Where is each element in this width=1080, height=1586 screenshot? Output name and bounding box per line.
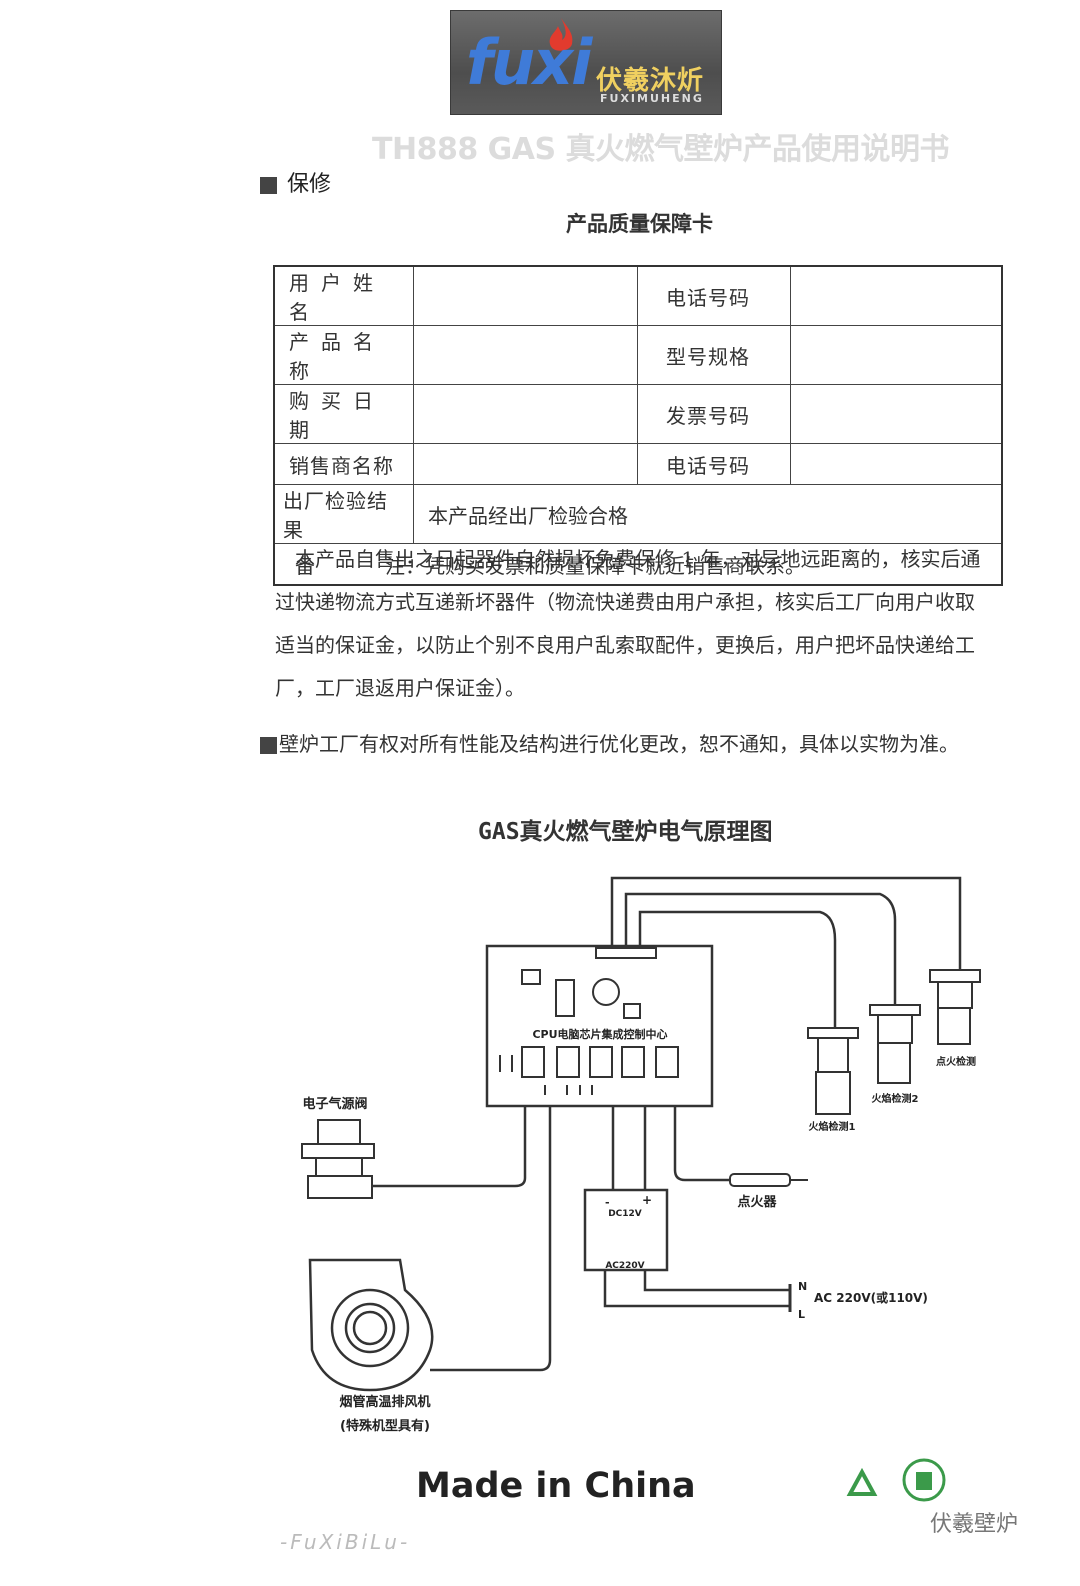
brand-script: -FuXiBiLu- (280, 1530, 411, 1554)
igniter: 点火器 (729, 1173, 808, 1210)
section-heading-warranty: 保修 (260, 166, 331, 198)
cell-label: 购买日期 (273, 384, 414, 444)
table-row: 购买日期 发票号码 (273, 384, 1003, 444)
wire (610, 876, 962, 970)
cell-label: 电话号码 (637, 265, 791, 326)
watermark: 伏羲壁炉 (930, 1512, 1019, 1537)
sensor1-label: 火焰检测1 (809, 1120, 856, 1133)
fan-note: (特殊机型具有) (340, 1418, 430, 1434)
document-title: TH888 GAS 真火燃气壁炉产品使用说明书 (372, 132, 950, 167)
table-row: 销售商名称 电话号码 (273, 443, 1003, 485)
cell-blank (413, 384, 638, 444)
logo-en: FUXIMUHENG (600, 92, 704, 105)
made-in-china: Made in China (416, 1466, 696, 1506)
flame-icon (549, 18, 573, 51)
wire (638, 910, 837, 1028)
relay-row (521, 1046, 679, 1078)
mains-label: AC 220V(或110V) (814, 1290, 928, 1305)
cell-blank (790, 443, 1003, 485)
fan-label: 烟管高温排风机 (339, 1394, 430, 1410)
mains-terminal: N L AC 220V(或110V) (788, 1280, 928, 1321)
cell-label: 发票号码 (637, 384, 791, 444)
warranty-paragraph: 本产品自售出之日起器件自然损坏免费保修 1 年，对异地远距离的，核实后通过快递物… (275, 547, 981, 700)
flame-sensor-2: 火焰检测2 (869, 1004, 921, 1105)
exhaust-fan: 烟管高温排风机 (特殊机型具有) (308, 1258, 434, 1434)
cell-blank (790, 384, 1003, 444)
sensor2-label: 火焰检测2 (872, 1092, 919, 1105)
svg-text:-: - (605, 1196, 610, 1209)
logo-wordmark: fuxi (466, 26, 592, 99)
square-bullet-icon (260, 176, 277, 194)
square-bullet-icon (260, 737, 277, 754)
cell-inspection-value: 本产品经出厂检验合格 (413, 484, 1003, 544)
cell-blank (790, 265, 1003, 326)
gas-valve-label: 电子气源阀 (302, 1096, 367, 1112)
power-supply: - + DC12V AC220V (583, 1188, 669, 1272)
recycle-icons (846, 1458, 946, 1502)
cell-note: 备 注：凭购买发票和质量保障卡就近销售商联系。 (273, 543, 1003, 586)
logo-cn: 伏羲沐炘 (596, 66, 705, 96)
cell-label: 产品名称 (273, 325, 414, 385)
igniter-probe: 点火检测 (929, 969, 981, 1068)
cell-blank (413, 325, 638, 385)
diagram-title: GAS真火燃气壁炉电气原理图 (478, 819, 773, 845)
wire (624, 892, 897, 1010)
mains-n: N (798, 1280, 807, 1293)
note-text: 注：凭购买发票和质量保障卡就近销售商联系。 (385, 553, 805, 578)
svg-text:+: + (642, 1193, 652, 1207)
mains-l: L (798, 1308, 805, 1321)
cell-blank (790, 325, 1003, 385)
cell-blank (413, 265, 638, 326)
cell-label: 出厂检验结果 (273, 484, 414, 544)
note-label: 备 (295, 553, 315, 578)
psu-dc-label: DC12V (608, 1209, 642, 1219)
warranty-card-table: 用户姓名 电话号码 产品名称 型号规格 购买日期 发票号码 销售商名称 电话号码… (273, 265, 1003, 586)
notice-line: 壁炉工厂有权对所有性能及结构进行优化更改，恕不通知，具体以实物为准。 (260, 728, 959, 757)
wire (430, 1095, 552, 1372)
cell-label: 电话号码 (637, 443, 791, 485)
psu-ac-label: AC220V (605, 1261, 644, 1271)
brand-logo: fuxi 伏羲沐炘 FUXIMUHENG (450, 10, 722, 115)
control-board: CPU电脑芯片集成控制中心 (485, 944, 714, 1108)
trash-bin-icon (902, 1458, 946, 1502)
igniter-probe-label: 点火检测 (936, 1055, 976, 1068)
electrical-schematic: CPU电脑芯片集成控制中心 火焰检测1 火焰检测2 点火检测 电子气源阀 (301, 876, 981, 1434)
wire (370, 1095, 527, 1188)
table-row: 产品名称 型号规格 (273, 325, 1003, 385)
cell-label: 销售商名称 (273, 443, 414, 485)
recycle-icon (846, 1467, 878, 1496)
cell-label: 型号规格 (637, 325, 791, 385)
card-title: 产品质量保障卡 (566, 212, 713, 236)
cell-blank (413, 443, 638, 485)
wire (643, 1270, 790, 1292)
board-label: CPU电脑芯片集成控制中心 (532, 1027, 667, 1041)
wire (603, 1270, 790, 1308)
table-row: 出厂检验结果 本产品经出厂检验合格 (273, 484, 1003, 544)
cell-label: 用户姓名 (273, 265, 414, 326)
igniter-label: 点火器 (737, 1194, 777, 1210)
notice-text: 壁炉工厂有权对所有性能及结构进行优化更改，恕不通知，具体以实物为准。 (279, 732, 959, 756)
flame-sensor-1: 火焰检测1 (807, 1027, 859, 1133)
table-row: 用户姓名 电话号码 (273, 265, 1003, 326)
section-heading-text: 保修 (287, 172, 332, 197)
wire (673, 1095, 730, 1182)
table-row: 备 注：凭购买发票和质量保障卡就近销售商联系。 (273, 543, 1003, 586)
gas-valve: 电子气源阀 (301, 1096, 375, 1199)
